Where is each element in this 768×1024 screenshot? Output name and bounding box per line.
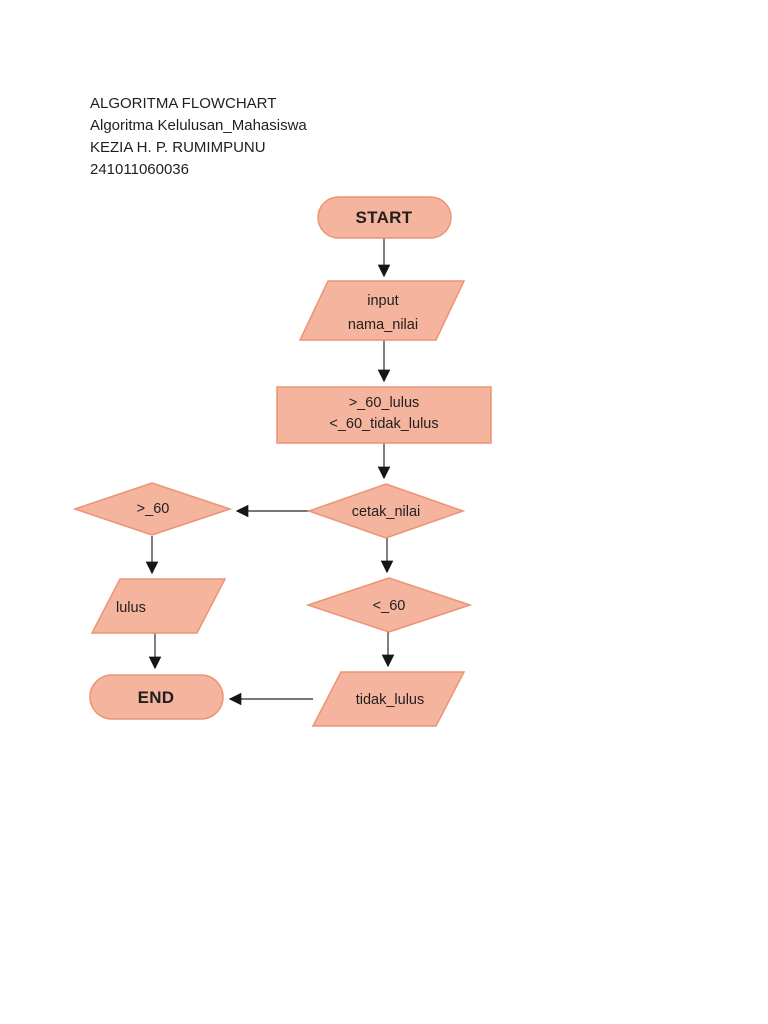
node-input: input nama_nilai	[298, 280, 466, 341]
header-title: ALGORITMA FLOWCHART	[90, 95, 277, 112]
end-terminator-shape	[89, 674, 224, 720]
input-label-line2: nama_nilai	[348, 317, 418, 333]
node-decision-lt60: <_60	[305, 577, 473, 633]
header-subtitle: Algoritma Kelulusan_Mahasiswa	[90, 117, 307, 134]
cetak-diamond-shape	[306, 483, 466, 539]
node-end: END	[89, 674, 224, 720]
header-student-id: 241011060036	[90, 161, 189, 178]
process-label-line2: <_60_tidak_lulus	[329, 416, 438, 432]
node-output-tidak-lulus: tidak_lulus	[311, 671, 466, 727]
gte60-diamond-shape	[72, 482, 233, 536]
document-header: ALGORITMA FLOWCHART Algoritma Kelulusan_…	[90, 93, 307, 181]
start-terminator-shape	[317, 196, 452, 239]
lt60-diamond-shape	[305, 577, 473, 633]
tidaklulus-parallelogram-shape	[311, 671, 466, 727]
lulus-parallelogram-shape	[90, 578, 227, 634]
lt60-label: <_60	[373, 598, 406, 614]
end-label: END	[138, 688, 175, 707]
node-decision-cetak: cetak_nilai	[306, 483, 466, 539]
node-decision-gte60: >_60	[72, 482, 233, 536]
process-rectangle-shape	[276, 386, 492, 444]
cetak-label: cetak_nilai	[352, 504, 421, 520]
lulus-label: lulus	[116, 600, 146, 616]
start-label: START	[356, 208, 413, 227]
node-process: >_60_lulus <_60_tidak_lulus	[276, 386, 492, 444]
node-start: START	[317, 196, 452, 239]
header-author: KEZIA H. P. RUMIMPUNU	[90, 139, 266, 156]
tidaklulus-label: tidak_lulus	[356, 692, 425, 708]
input-label-line1: input	[367, 293, 398, 309]
input-parallelogram-shape	[298, 280, 466, 341]
node-output-lulus: lulus	[90, 578, 227, 634]
gte60-label: >_60	[137, 501, 170, 517]
process-label-line1: >_60_lulus	[349, 395, 420, 411]
